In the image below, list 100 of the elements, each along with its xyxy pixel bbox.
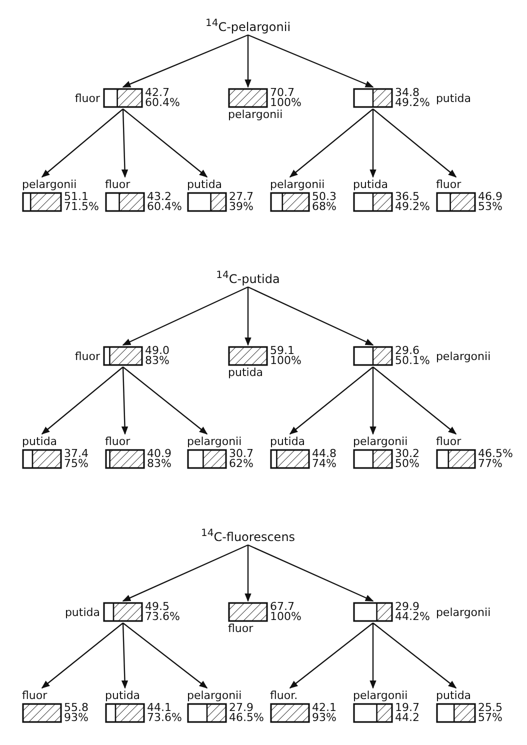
strain-label: putida: [434, 92, 471, 104]
arrow: [122, 622, 208, 689]
value-label: 34.8: [395, 88, 420, 98]
strain-label: pelargonii: [187, 689, 242, 702]
strain-label: fluor: [22, 689, 48, 703]
strain-label: pelargonii: [22, 178, 77, 192]
strain-label: fluor.: [270, 689, 298, 703]
arrow: [372, 108, 457, 178]
strain-label: pelargonii: [187, 435, 242, 448]
percent-label: 60.4%: [147, 202, 182, 212]
value-label: 27.9: [229, 703, 254, 713]
value-label: 40.9: [147, 449, 172, 459]
percent-label: 74%: [312, 459, 336, 469]
percent-label: 49.2%: [395, 98, 430, 108]
strain-label: fluor: [105, 178, 130, 192]
tree-root-label: $^{14}$C-pelargonii: [205, 18, 291, 34]
percent-label: 93%: [64, 713, 88, 723]
arrow: [244, 287, 252, 346]
strain-label: fluor: [74, 92, 101, 104]
percent-label: 71.5%: [64, 202, 99, 212]
arrow: [122, 34, 248, 88]
value-label: 46.9: [478, 192, 502, 202]
strain-label: pelargonii: [434, 350, 491, 362]
tree-root-label: $^{14}$C-fluorescens: [200, 528, 296, 544]
value-label: 30.2: [395, 449, 420, 459]
strain-label: pelargonii: [270, 178, 325, 192]
arrow: [121, 108, 128, 178]
strain-label: putida: [228, 366, 264, 379]
value-label: 70.7: [270, 88, 294, 98]
arrow: [244, 35, 252, 88]
value-label: 50.3: [312, 192, 336, 202]
arrow: [370, 109, 376, 178]
arrow: [121, 622, 128, 689]
arrow: [372, 622, 457, 689]
value-label: 27.7: [229, 192, 254, 202]
strain-label: pelargonii: [228, 108, 283, 121]
arrow: [289, 366, 374, 435]
arrow: [41, 366, 124, 435]
arrow: [372, 366, 457, 435]
value-label: 51.1: [64, 192, 88, 202]
value-label: 44.8: [312, 449, 336, 459]
percent-label: 46.5%: [229, 713, 264, 723]
strain-label: putida: [105, 689, 140, 703]
value-label: 29.9: [395, 602, 420, 612]
percent-label: 75%: [64, 459, 88, 469]
arrow: [121, 366, 128, 435]
percent-label: 50.1%: [395, 356, 430, 366]
arrow: [122, 108, 208, 178]
value-label: 59.1: [270, 346, 294, 356]
value-label: 29.6: [395, 346, 420, 356]
strain-label: putida: [353, 178, 388, 192]
percent-label: 73.6%: [145, 612, 180, 622]
percent-label: 83%: [145, 356, 170, 366]
value-label: 42.1: [312, 703, 336, 713]
arrow: [248, 544, 374, 602]
strain-label: fluor: [105, 435, 130, 449]
tree-root-label: $^{14}$C-putida: [216, 270, 280, 286]
value-label: 49.5: [145, 602, 170, 612]
percent-label: 68%: [312, 202, 336, 212]
strain-label: pelargonii: [353, 435, 408, 448]
value-label: 46.5%: [478, 449, 513, 459]
value-label: 37.4: [64, 449, 88, 459]
strain-label: pelargonii: [434, 606, 491, 618]
value-label: 36.5: [395, 192, 420, 202]
arrow: [41, 622, 124, 689]
percent-label: 49.2%: [395, 202, 430, 212]
strain-label: pelargonii: [353, 689, 408, 702]
arrow: [122, 544, 248, 602]
strain-label: fluor: [436, 435, 462, 449]
percent-label: 57%: [478, 713, 502, 723]
value-label: 49.0: [145, 346, 170, 356]
percent-label: 83%: [147, 459, 172, 469]
percent-label: 77%: [478, 459, 502, 469]
arrow: [370, 623, 376, 689]
arrow: [248, 34, 374, 88]
percent-label: 60.4%: [145, 98, 180, 108]
value-label: 55.8: [64, 703, 88, 713]
arrow: [244, 545, 252, 602]
value-label: 43.2: [147, 192, 172, 202]
strain-label: fluor: [436, 178, 462, 192]
value-label: 25.5: [478, 703, 502, 713]
percent-label: 100%: [270, 98, 302, 108]
arrow: [41, 108, 124, 178]
value-label: 19.7: [395, 703, 420, 713]
strain-label: putida: [187, 178, 222, 192]
strain-label: putida: [22, 435, 58, 449]
percent-label: 39%: [229, 202, 254, 212]
percent-label: 62%: [229, 459, 254, 469]
value-label: 44.1: [147, 703, 172, 713]
arrow: [122, 286, 248, 346]
percent-label: 93%: [312, 713, 336, 723]
arrow: [289, 108, 374, 178]
strain-label: putida: [64, 606, 101, 618]
percent-label: 73.6%: [147, 713, 182, 723]
strain-label: fluor: [74, 350, 101, 362]
arrow: [370, 367, 376, 435]
strain-label: putida: [436, 689, 472, 703]
percent-label: 100%: [270, 612, 302, 622]
arrow: [248, 286, 374, 346]
strain-label: fluor: [228, 622, 254, 635]
